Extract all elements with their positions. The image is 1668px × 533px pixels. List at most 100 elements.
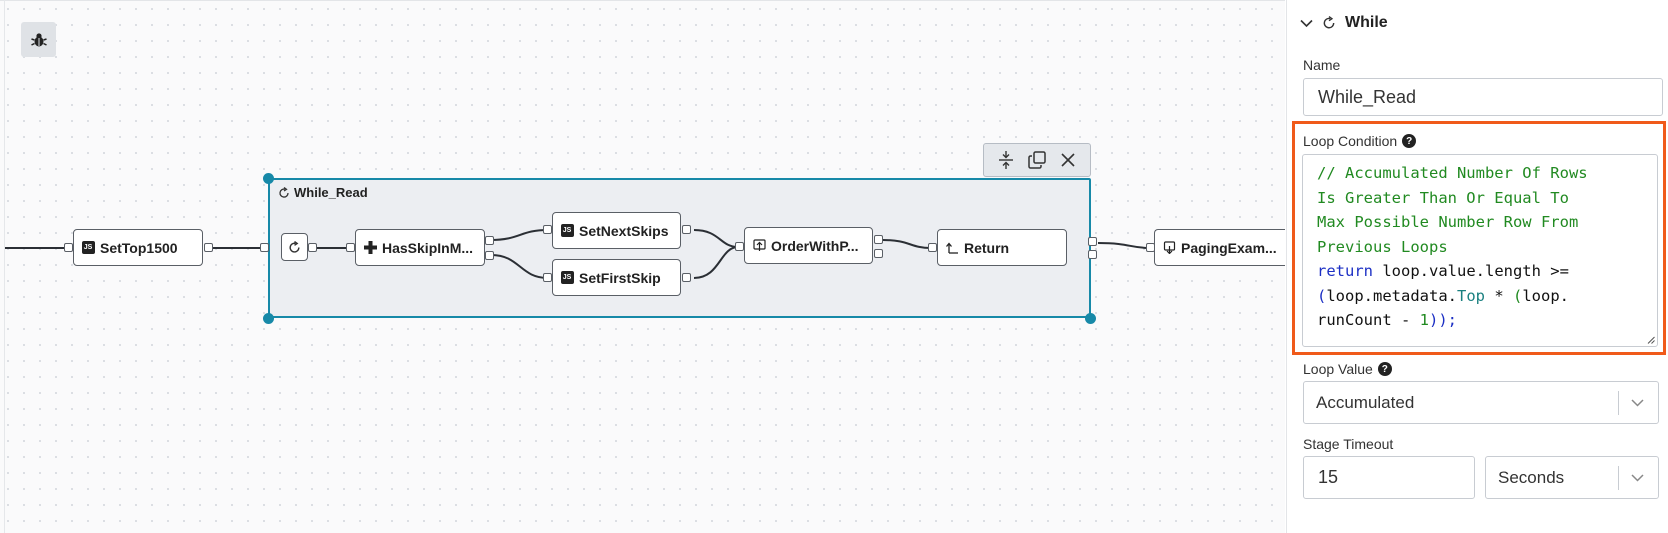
port-out[interactable] (485, 236, 494, 245)
panel-header[interactable]: While (1300, 14, 1388, 32)
node-loop-start[interactable] (281, 233, 308, 261)
node-label: PagingExam... (1181, 239, 1277, 256)
select-divider (1618, 391, 1619, 415)
node-label: OrderWithP... (771, 237, 859, 254)
stage-timeout-unit-select[interactable]: Seconds (1485, 456, 1659, 499)
javascript-icon: JS (561, 224, 574, 237)
group-toolbar (983, 143, 1091, 177)
javascript-icon: JS (82, 241, 95, 254)
port-out[interactable] (874, 249, 883, 258)
debug-button[interactable] (21, 22, 56, 57)
resize-grip-icon[interactable] (1647, 336, 1655, 344)
edge (490, 254, 549, 279)
loop-icon (289, 240, 300, 253)
port-in[interactable] (260, 243, 269, 252)
stage-timeout-input[interactable]: 15 (1303, 456, 1475, 499)
delete-button[interactable] (1056, 148, 1080, 172)
port-in[interactable] (543, 273, 552, 282)
code-text: * (1485, 286, 1513, 305)
code-text: loop.value.length >= (1373, 262, 1569, 280)
node-setfirstskip[interactable]: JS SetFirstSkip (552, 259, 681, 296)
edge (693, 229, 739, 248)
copy-icon (1028, 151, 1046, 169)
code-text: runCount - (1317, 311, 1420, 329)
bug-icon (30, 32, 47, 46)
code-text: )); (1429, 311, 1457, 329)
code-paren: ( (1513, 286, 1523, 305)
name-input[interactable]: While_Read (1303, 78, 1663, 116)
node-label: SetNextSkips (579, 222, 669, 239)
code-line: Previous Loops (1317, 237, 1448, 256)
loop-value-label: Loop Value ? (1303, 361, 1392, 377)
timeout-unit-selected: Seconds (1498, 467, 1565, 487)
port-out[interactable] (1088, 237, 1097, 246)
loop-icon (1323, 16, 1335, 29)
port-in[interactable] (64, 243, 73, 252)
code-paren: ( (1317, 286, 1327, 305)
edge (490, 229, 549, 241)
select-divider (1618, 466, 1619, 490)
loop-condition-editor[interactable]: // Accumulated Number Of Rows Is Greater… (1302, 154, 1658, 347)
edge (1097, 242, 1151, 249)
loop-value-select[interactable]: Accumulated (1303, 381, 1659, 424)
edges-layer (5, 229, 1151, 279)
canvas-border (4, 0, 5, 533)
port-out[interactable] (308, 243, 317, 252)
help-icon[interactable]: ? (1377, 362, 1392, 376)
node-setnextskips[interactable]: JS SetNextSkips (552, 212, 681, 249)
node-label: HasSkipInM... (382, 239, 474, 256)
duplicate-button[interactable] (1025, 148, 1049, 172)
code-line: Is Greater Than Or Equal To (1317, 188, 1569, 207)
group-resize-handle-tl[interactable] (263, 173, 274, 184)
code-line: // Accumulated Number Of Rows (1317, 164, 1588, 182)
code-number: 1 (1419, 311, 1429, 329)
return-icon (946, 241, 959, 254)
port-in[interactable] (543, 225, 552, 234)
port-in[interactable] (735, 242, 744, 251)
loop-condition-highlight (1292, 121, 1666, 355)
port-out[interactable] (682, 273, 691, 282)
output-icon (1163, 241, 1176, 254)
chevron-down-icon[interactable] (1631, 457, 1644, 498)
chevron-down-icon[interactable] (1631, 382, 1644, 423)
stage-timeout-label: Stage Timeout (1303, 436, 1394, 452)
javascript-icon: JS (561, 271, 574, 284)
node-pagingexam[interactable]: PagingExam... (1154, 229, 1285, 266)
port-in[interactable] (928, 243, 937, 252)
close-icon (1061, 153, 1075, 167)
group-resize-handle-br[interactable] (1085, 313, 1096, 324)
help-icon[interactable]: ? (1402, 134, 1417, 148)
transform-icon (753, 239, 766, 252)
port-out[interactable] (204, 243, 213, 252)
collapse-button[interactable] (994, 148, 1018, 172)
code-property: Top (1457, 286, 1485, 305)
node-orderwithp[interactable]: OrderWithP... (744, 227, 873, 264)
node-label: SetFirstSkip (579, 269, 661, 286)
group-title: While_Read (278, 185, 368, 200)
code-text: loop.metadata. (1326, 286, 1457, 305)
node-hasskipinm[interactable]: HasSkipInM... (355, 229, 485, 266)
switch-icon (364, 241, 377, 254)
loop-condition-label: Loop Condition ? (1303, 133, 1417, 149)
port-out[interactable] (485, 251, 494, 260)
port-in[interactable] (346, 243, 355, 252)
port-in[interactable] (1146, 243, 1155, 252)
code-line: Max Possible Number Row From (1317, 213, 1579, 231)
edge (882, 239, 932, 249)
collapse-icon (998, 151, 1013, 169)
node-settop1500[interactable]: JS SetTop1500 (73, 229, 203, 266)
edge (693, 246, 739, 279)
node-label: SetTop1500 (100, 239, 178, 256)
group-resize-handle-bl[interactable] (263, 313, 274, 324)
loop-value-selected: Accumulated (1316, 392, 1415, 412)
port-out[interactable] (874, 235, 883, 244)
node-label: Return (964, 239, 1010, 256)
name-label: Name (1303, 57, 1341, 73)
chevron-down-icon[interactable] (1300, 19, 1313, 28)
port-out[interactable] (682, 225, 691, 234)
code-keyword: return (1317, 262, 1373, 280)
loop-icon (279, 186, 289, 198)
group-title-label: While_Read (294, 185, 368, 200)
port-out[interactable] (1088, 250, 1097, 259)
node-return[interactable]: Return (937, 229, 1067, 266)
